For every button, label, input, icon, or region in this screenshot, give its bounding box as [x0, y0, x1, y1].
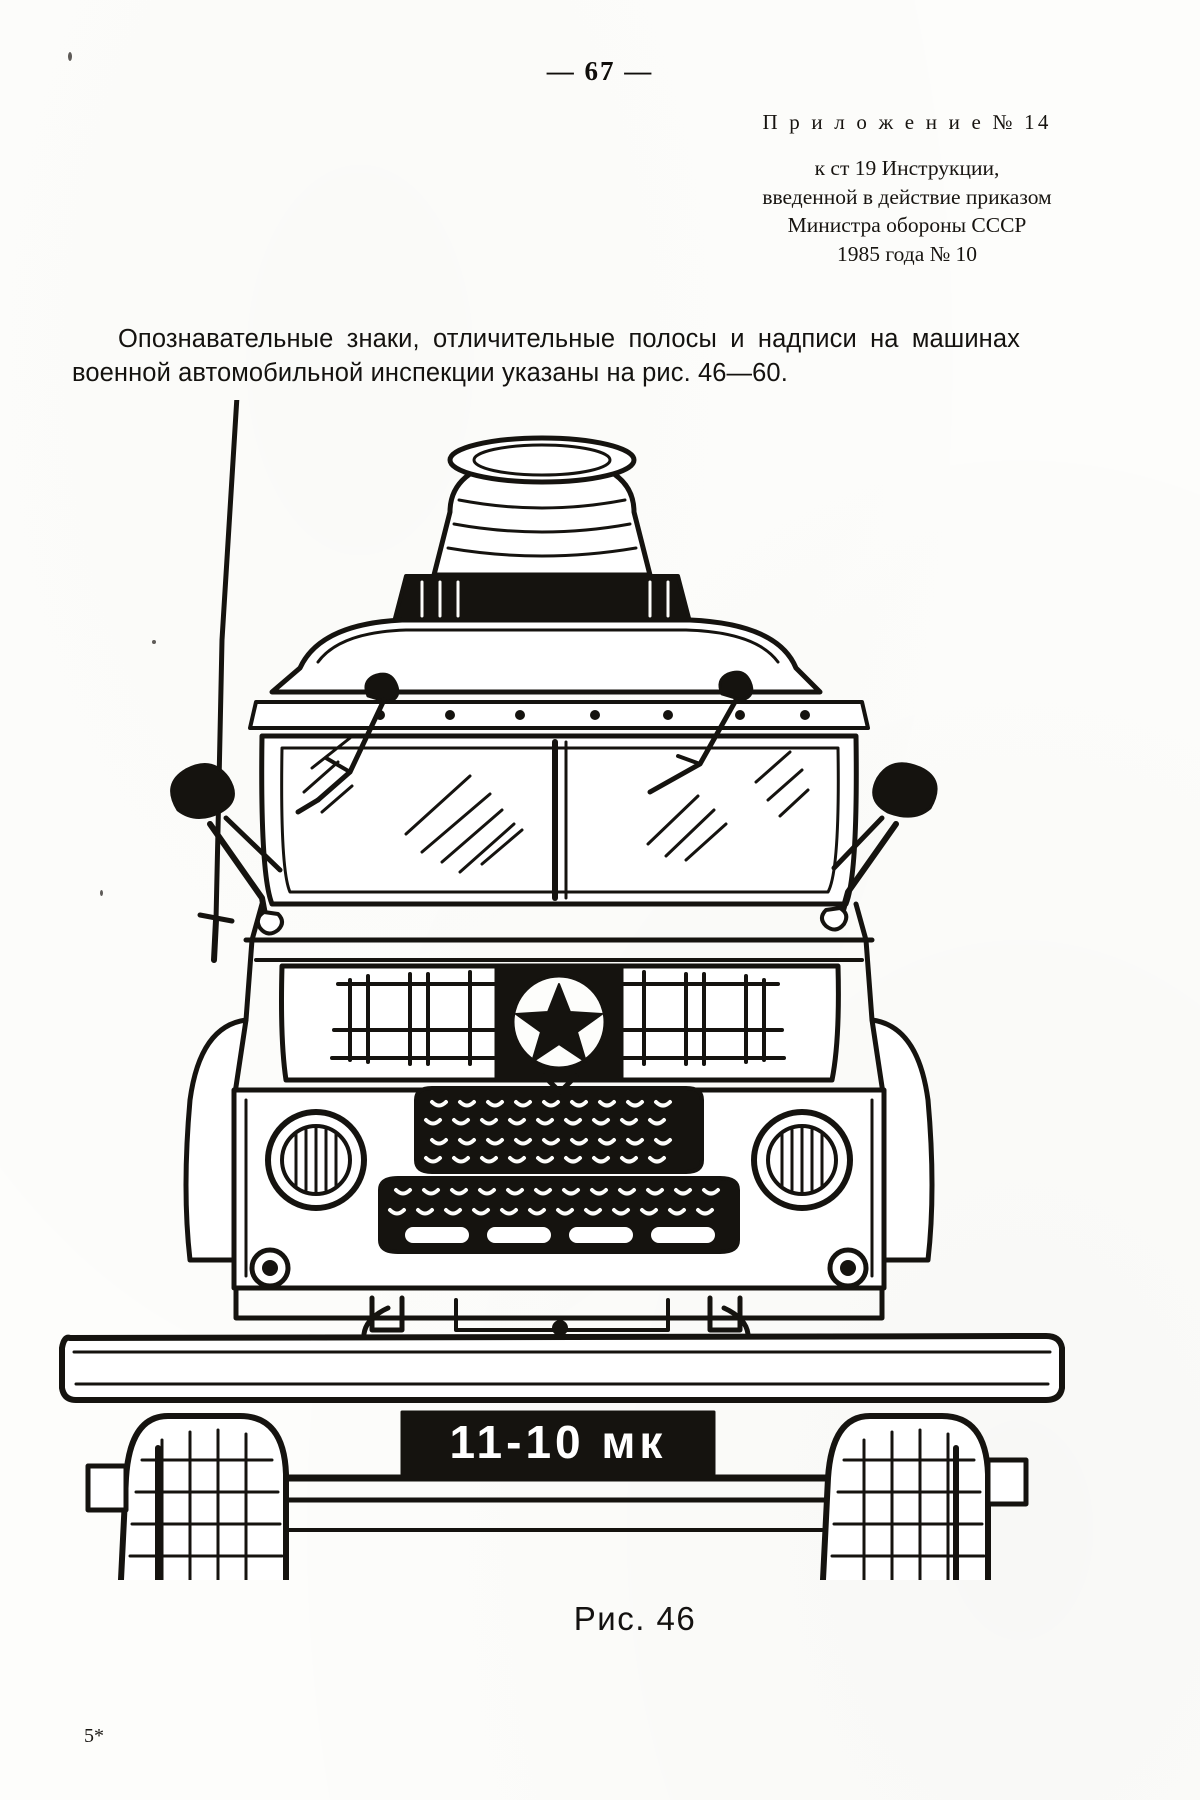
appendix-ministry-line: Министра обороны СССР	[787, 213, 1027, 238]
scan-speck	[152, 640, 156, 644]
scan-speck	[666, 1608, 670, 1612]
page-number: — 67 —	[546, 56, 654, 86]
appendix-reference-line: к ст 19 Инструкции,	[814, 156, 1000, 180]
body-paragraph: Опознавательные знаки, отличительные пол…	[72, 325, 1020, 387]
folio-signature-mark: 5*	[84, 1725, 104, 1747]
figure-caption: Рис. 46	[573, 1600, 697, 1637]
appendix-title: П р и л о ж е н и е № 14	[762, 110, 1052, 134]
scan-speck	[68, 52, 72, 61]
scan-speck	[100, 890, 103, 896]
appendix-order-line: введенной в действие приказом	[762, 184, 1052, 209]
license-plate-text: 11-10 мк	[450, 1416, 667, 1468]
appendix-header-block: П р и л о ж е н и е № 14 к ст 19 Инструк…	[692, 110, 1122, 268]
appendix-year-line: 1985 года № 10	[836, 241, 978, 266]
figure-illustration: 11-10 мк	[50, 400, 1110, 1580]
